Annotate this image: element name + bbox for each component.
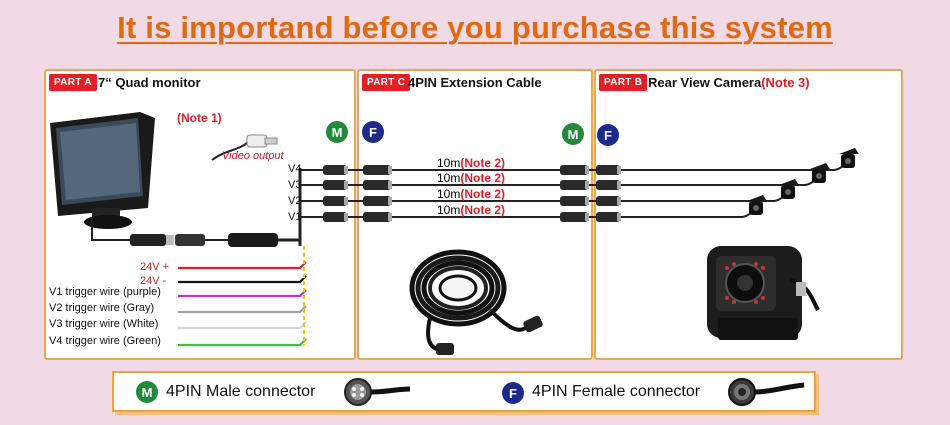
- trigger-wires: [178, 246, 307, 347]
- cable-note: (Note 2): [460, 156, 506, 170]
- cable-length: 10m: [437, 187, 461, 201]
- part-c-tag: PART C: [362, 74, 411, 91]
- wire-3: [178, 305, 307, 314]
- cable-length-label-0: 10m(Note 2): [437, 156, 505, 170]
- page-title: It is importand before you purchase this…: [117, 10, 833, 45]
- legend-female-label: 4PIN Female connector: [532, 383, 701, 400]
- wire-label-3: V2 trigger wire (Gray): [49, 302, 155, 314]
- wire-label-1: 24V -: [140, 275, 167, 287]
- part-b-note: (Note 3): [761, 75, 810, 90]
- cable-length: 10m: [437, 156, 461, 170]
- legend-male-badge: M: [136, 381, 158, 403]
- wire-5: [178, 338, 307, 347]
- part-b-tag: PART B: [599, 74, 648, 91]
- wire-0: [178, 261, 307, 270]
- male-badge-monitor-side: M: [326, 121, 348, 143]
- legend-female-badge: F: [502, 382, 524, 404]
- quad-monitor: [50, 112, 155, 229]
- female-connector-icon: [728, 378, 805, 406]
- male-badge-cable-end: M: [562, 123, 584, 145]
- channel-label-v1: V1: [288, 211, 302, 223]
- coiled-extension-cable: [409, 249, 543, 355]
- cable-length: 10m: [437, 171, 461, 185]
- wire-label-4: V3 trigger wire (White): [49, 318, 159, 330]
- cable-note: (Note 2): [460, 187, 506, 201]
- male-connector-icon: [344, 378, 411, 406]
- part-a-title: 7“ Quad monitor: [98, 75, 201, 90]
- female-badge-camera-side: F: [597, 124, 619, 146]
- wire-label-2: V1 trigger wire (purple): [49, 286, 161, 298]
- channel-label-v4: V4: [288, 163, 302, 175]
- cable-length-label-3: 10m(Note 2): [437, 203, 505, 217]
- part-a-tag: PART A: [49, 74, 97, 91]
- part-b-title-wrap: Rear View Camera(Note 3): [648, 75, 810, 90]
- wire-label-0: 24V +: [140, 261, 170, 273]
- cable-note: (Note 2): [460, 203, 506, 217]
- channel-label-v3: V3: [288, 179, 302, 191]
- part-b-title: Rear View Camera: [648, 75, 762, 90]
- cable-length-label-1: 10m(Note 2): [437, 171, 505, 185]
- female-badge-cable-start: F: [362, 121, 384, 143]
- legend-male-label: 4PIN Male connector: [166, 383, 316, 400]
- video-output-label: Video output: [222, 150, 284, 162]
- rear-view-camera: [707, 246, 820, 340]
- wire-4: [178, 321, 307, 330]
- cable-note: (Note 2): [460, 171, 506, 185]
- wire-1: [178, 275, 307, 284]
- connector-legend: M 4PIN Male connector F 4PIN Female conn…: [112, 371, 816, 412]
- channel-cable-2: [300, 179, 799, 206]
- video-output-connector: [211, 134, 278, 161]
- cable-length: 10m: [437, 203, 461, 217]
- monitor-cable-connectors: [130, 233, 300, 247]
- channel-cable-3: [300, 195, 767, 222]
- channel-cables: [300, 148, 859, 222]
- cable-length-label-2: 10m(Note 2): [437, 187, 505, 201]
- wire-label-5: V4 trigger wire (Green): [49, 335, 161, 347]
- wire-2: [178, 289, 307, 298]
- part-c-title: 4PIN Extension Cable: [408, 75, 542, 90]
- channel-cable-1: [300, 163, 830, 190]
- part-a-note: (Note 1): [177, 111, 222, 125]
- channel-cable-0: [300, 148, 859, 175]
- channel-label-v2: V2: [288, 195, 302, 207]
